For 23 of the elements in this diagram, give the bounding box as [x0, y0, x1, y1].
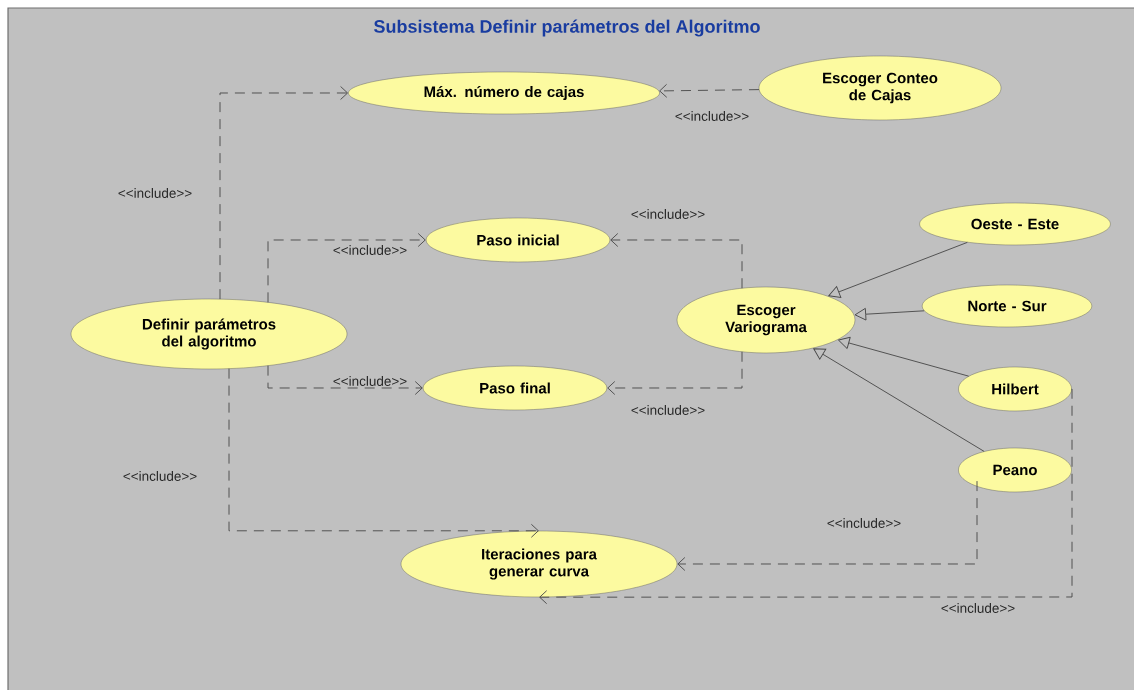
edge-label: <<include>>	[121, 470, 199, 482]
arrow	[539, 388, 1073, 605]
edge-label: <<include>>	[825, 517, 903, 529]
edge-label: <<include>>	[331, 375, 409, 387]
edge-label: <<include>>	[673, 110, 751, 122]
arrow	[854, 307, 925, 321]
arrow	[677, 480, 978, 571]
arrow	[813, 348, 985, 452]
arrow	[838, 336, 970, 377]
arrow	[610, 233, 743, 289]
arrow	[219, 86, 349, 300]
arrow	[659, 83, 760, 98]
arrow	[267, 365, 423, 395]
edge-label: <<include>>	[629, 404, 707, 416]
edge-label: <<include>>	[629, 208, 707, 220]
title: Subsistema Definir parámetros del Algoritmo	[374, 19, 760, 37]
arrow	[828, 241, 968, 298]
edge-label: <<include>>	[116, 187, 194, 199]
edge-label: <<include>>	[331, 244, 409, 256]
edge-label: <<include>>	[939, 602, 1017, 614]
arrow	[607, 351, 743, 395]
arrow	[228, 368, 539, 538]
arrow	[267, 233, 426, 303]
